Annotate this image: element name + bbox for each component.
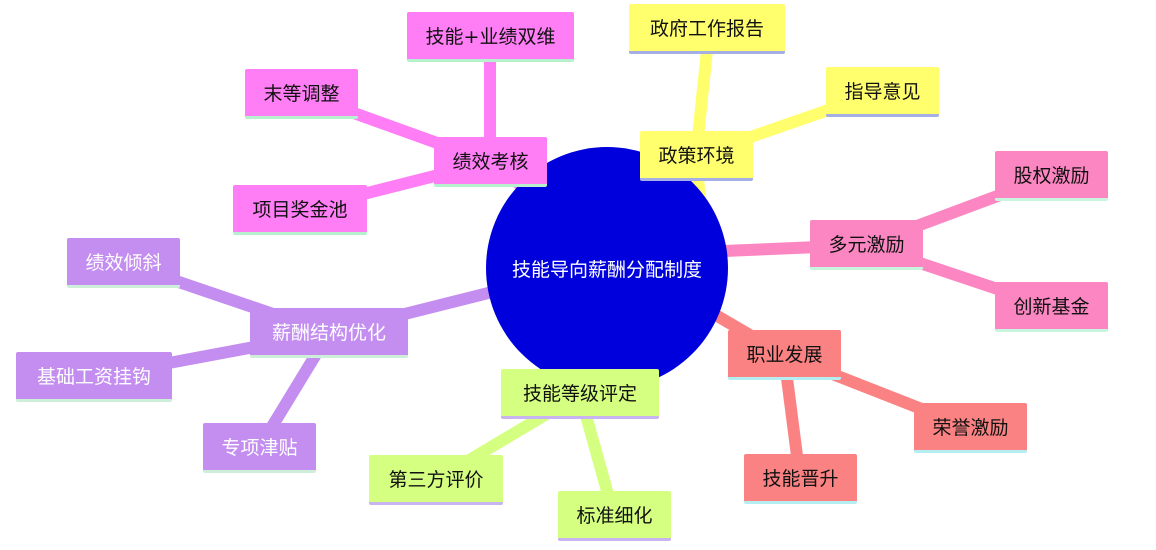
leaf-node-skill-promotion[interactable]: 技能晋升: [744, 454, 857, 504]
leaf-node-standard-refine[interactable]: 标准细化: [558, 491, 671, 541]
branch-node-salary[interactable]: 薪酬结构优化: [250, 308, 408, 358]
leaf-node-honor[interactable]: 荣誉激励: [914, 403, 1027, 453]
branch-node-grading[interactable]: 技能等级评定: [501, 369, 659, 419]
leaf-node-equity[interactable]: 股权激励: [995, 151, 1108, 201]
leaf-node-bonus-pool[interactable]: 项目奖金池: [233, 185, 367, 235]
branch-label-grading: 技能等级评定: [522, 383, 637, 405]
leaf-node-performance-tilt[interactable]: 绩效倾斜: [67, 238, 180, 288]
branch-label-salary: 薪酬结构优化: [271, 322, 386, 344]
branch-node-performance[interactable]: 绩效考核: [434, 137, 547, 187]
leaf-label-skill-promotion: 技能晋升: [762, 468, 839, 490]
leaf-node-special-allowance[interactable]: 专项津贴: [203, 423, 316, 473]
root-topic-label: 技能导向薪酬分配制度: [511, 258, 702, 281]
leaf-label-base-pay-link: 基础工资挂钩: [36, 366, 151, 388]
leaf-label-bonus-pool: 项目奖金池: [252, 199, 348, 221]
root-topic-node[interactable]: 技能导向薪酬分配制度: [486, 147, 728, 389]
leaf-label-third-party: 第三方评价: [388, 469, 484, 491]
leaf-label-standard-refine: 标准细化: [576, 505, 653, 527]
leaf-label-gov-report: 政府工作报告: [649, 18, 764, 40]
leaf-node-guidance[interactable]: 指导意见: [826, 67, 939, 117]
branch-node-policy[interactable]: 政策环境: [640, 131, 753, 181]
branch-label-career: 职业发展: [746, 344, 823, 366]
branch-label-performance: 绩效考核: [452, 151, 529, 173]
leaf-node-base-pay-link[interactable]: 基础工资挂钩: [16, 352, 172, 402]
leaf-label-innovation-fund: 创新基金: [1013, 296, 1090, 318]
leaf-node-dual-dimension[interactable]: 技能+业绩双维: [407, 12, 574, 62]
leaf-label-honor: 荣誉激励: [932, 417, 1009, 439]
leaf-label-guidance: 指导意见: [844, 81, 921, 103]
leaf-label-performance-tilt: 绩效倾斜: [85, 252, 162, 274]
leaf-label-dual-dimension: 技能+业绩双维: [425, 26, 556, 48]
leaf-label-special-allowance: 专项津贴: [221, 437, 298, 459]
leaf-node-bottom-adjust[interactable]: 末等调整: [245, 69, 358, 119]
branch-node-incentive[interactable]: 多元激励: [810, 220, 923, 270]
leaf-node-innovation-fund[interactable]: 创新基金: [995, 282, 1108, 332]
branch-label-incentive: 多元激励: [828, 234, 905, 256]
branch-label-policy: 政策环境: [658, 145, 735, 167]
leaf-label-bottom-adjust: 末等调整: [263, 83, 340, 105]
leaf-node-third-party[interactable]: 第三方评价: [369, 455, 503, 505]
branch-node-career[interactable]: 职业发展: [728, 330, 841, 380]
leaf-node-gov-report[interactable]: 政府工作报告: [629, 4, 785, 54]
leaf-label-equity: 股权激励: [1013, 165, 1090, 187]
